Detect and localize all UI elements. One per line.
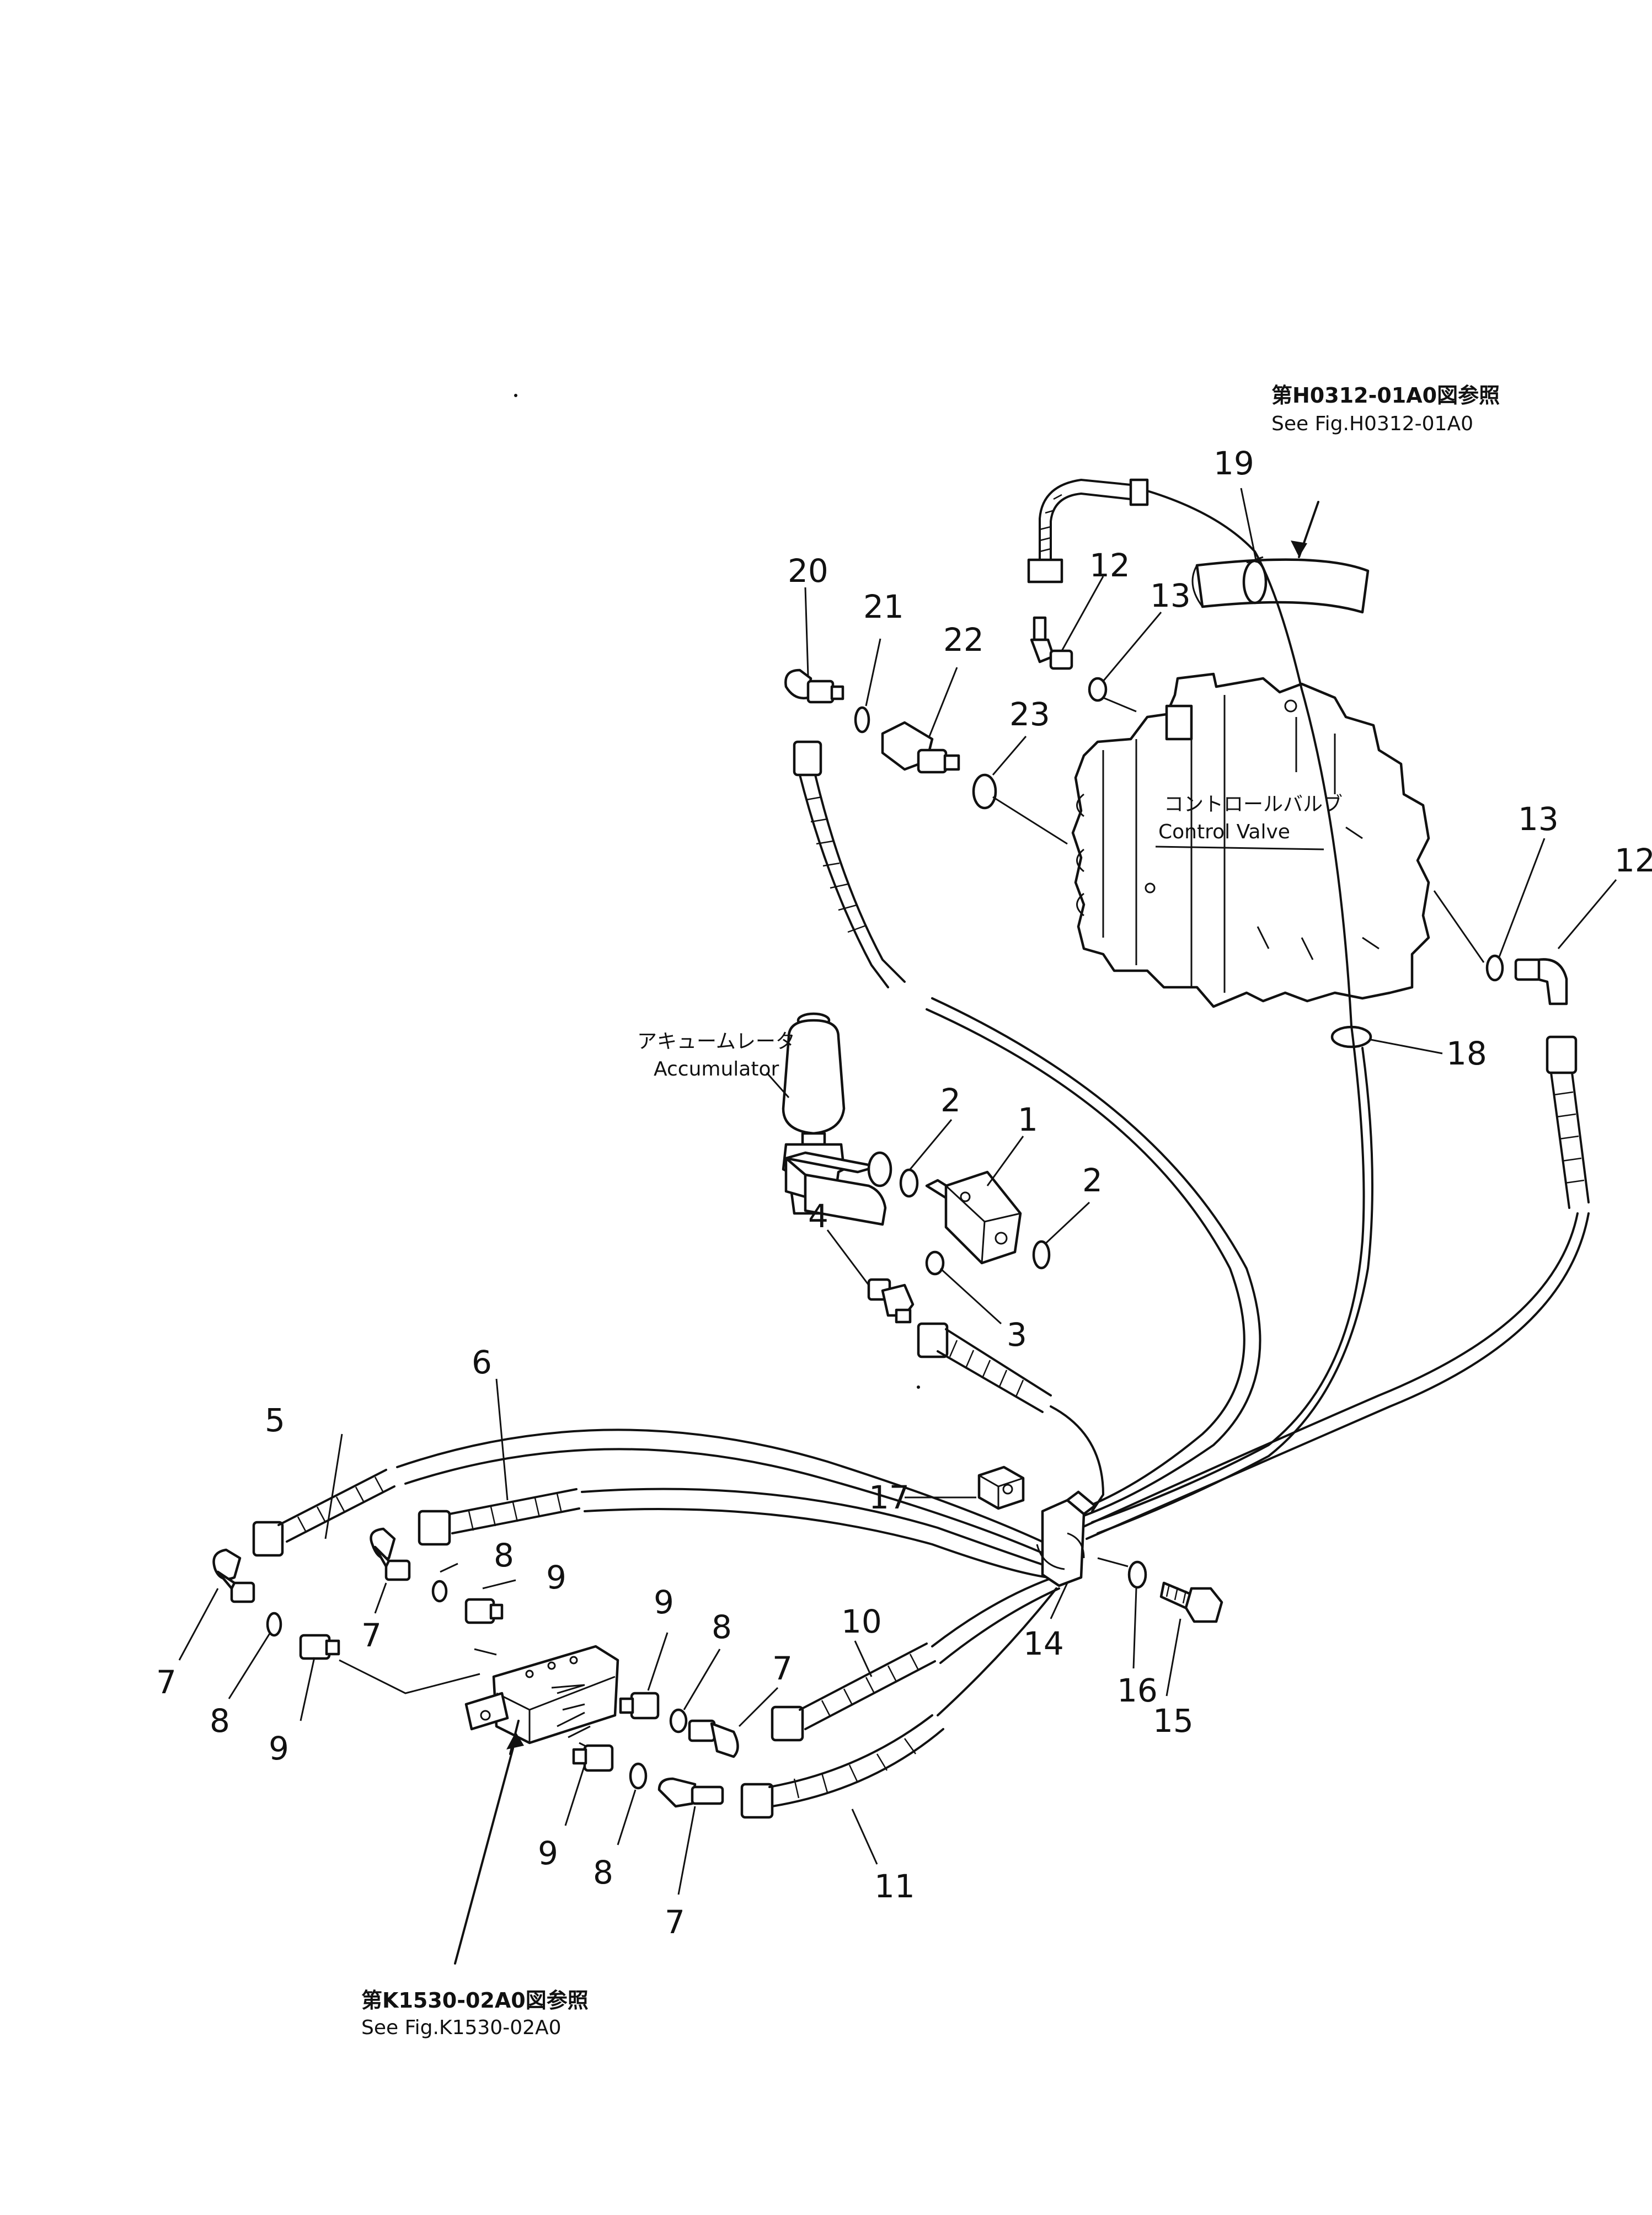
callout-9-left: 9 [269, 1730, 289, 1767]
elbow-7-right [688, 1719, 739, 1758]
valve-block-1 [925, 1170, 1022, 1265]
callout-18: 18 [1446, 1035, 1487, 1072]
callout-21: 21 [863, 588, 904, 625]
manifold-block [464, 1645, 619, 1745]
callout-7-right: 7 [772, 1650, 793, 1687]
fitting-12-top [1030, 616, 1073, 670]
reference-note-bottom-jp: 第K1530-02A0図参照 [361, 1988, 589, 2013]
clamp-19 [1242, 556, 1268, 604]
reference-pipe-top [1191, 558, 1370, 614]
callout-13-top: 13 [1150, 577, 1191, 614]
callout-numbers: 20 21 22 23 12 13 19 13 12 18 2 1 2 4 3 … [156, 445, 1652, 1941]
o-ring-13-right [1485, 954, 1504, 982]
callout-17: 17 [869, 1479, 910, 1516]
o-ring-23 [972, 773, 997, 810]
callout-2-right: 2 [1082, 1162, 1103, 1199]
callout-7-left: 7 [156, 1663, 177, 1701]
connector-9-right [619, 1692, 660, 1720]
o-ring-2-left [899, 1168, 919, 1198]
callout-9-bottom: 9 [538, 1834, 558, 1872]
callout-5: 5 [265, 1401, 285, 1439]
callout-9-second: 9 [546, 1559, 566, 1596]
fitting-12-right [1514, 958, 1568, 1005]
connector-9-bottom [572, 1744, 614, 1772]
hose-lines [252, 478, 1590, 1819]
o-ring-8-right [669, 1708, 688, 1734]
accumulator [782, 1012, 892, 1226]
callout-11: 11 [874, 1868, 915, 1905]
callout-23: 23 [1009, 695, 1050, 733]
callout-8-second: 8 [494, 1537, 514, 1574]
callout-12-right: 12 [1614, 842, 1652, 879]
callout-8-left: 8 [210, 1702, 230, 1740]
washer-16 [1127, 1560, 1147, 1589]
fitting-4 [867, 1278, 915, 1324]
elbow-7-second [370, 1527, 411, 1581]
callout-9-right: 9 [654, 1583, 674, 1621]
callout-15: 15 [1153, 1702, 1194, 1740]
callout-3: 3 [1007, 1316, 1027, 1353]
o-ring-3 [925, 1250, 945, 1276]
elbow-7-left [212, 1548, 255, 1603]
pressure-switch-22 [881, 721, 960, 774]
callout-20: 20 [788, 552, 828, 590]
reference-note-bottom-en: See Fig.K1530-02A0 [361, 2016, 562, 2039]
callout-2-left: 2 [940, 1082, 961, 1119]
accumulator-label-en: Accumulator [654, 1058, 779, 1080]
clamp-block-14 [1036, 1490, 1097, 1587]
bolt-15 [1159, 1581, 1223, 1623]
accumulator-label-jp: アキュームレータ [637, 1030, 795, 1053]
callout-1: 1 [1018, 1101, 1038, 1138]
callout-4: 4 [808, 1197, 828, 1235]
connector-9-second [464, 1598, 504, 1624]
leader-lines [178, 488, 1617, 1895]
o-ring-21 [854, 706, 870, 734]
callout-12-top: 12 [1089, 547, 1130, 584]
control-valve-label-jp: コントロールバルブ [1164, 793, 1343, 816]
callout-8-bottom: 8 [593, 1854, 613, 1891]
callout-7-bottom: 7 [665, 1903, 685, 1941]
callout-19: 19 [1213, 445, 1254, 482]
o-ring-8-bottom [629, 1762, 648, 1790]
spacer-17 [977, 1465, 1025, 1510]
o-ring-13-top [1088, 677, 1108, 702]
control-valve-label-en: Control Valve [1158, 821, 1290, 843]
o-ring-8-left [266, 1612, 282, 1637]
callout-16: 16 [1117, 1672, 1158, 1709]
callout-7-second: 7 [361, 1617, 382, 1654]
o-ring-2-right [1032, 1240, 1051, 1270]
callout-8-right: 8 [712, 1608, 732, 1646]
elbow-7-bottom [657, 1777, 724, 1808]
control-valve [1071, 672, 1430, 1008]
reference-note-top-en: See Fig.H0312-01A0 [1271, 413, 1473, 435]
callout-13-right: 13 [1518, 800, 1559, 838]
connector-9-left [299, 1634, 340, 1660]
callout-22: 22 [943, 621, 984, 659]
reference-note-top-jp: 第H0312-01A0図参照 [1271, 383, 1500, 408]
fitting-20 [784, 668, 844, 704]
o-ring-8-second [431, 1580, 448, 1603]
callout-10: 10 [841, 1603, 882, 1640]
callout-6: 6 [472, 1344, 492, 1381]
callout-14: 14 [1023, 1625, 1064, 1662]
